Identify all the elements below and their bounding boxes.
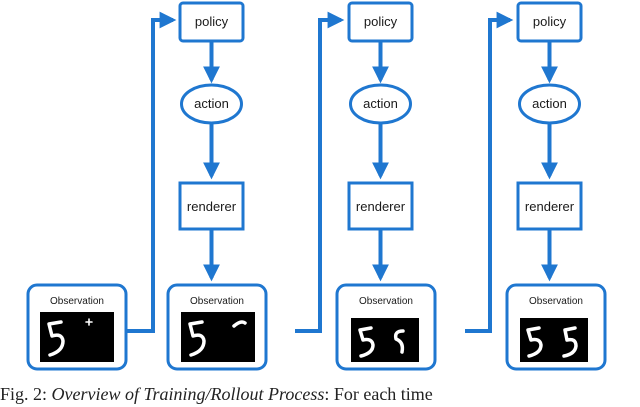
connector-obs1-to-policy2 [126, 11, 177, 333]
connector-obs2-to-policy3 [295, 11, 345, 333]
action-label: action [363, 96, 398, 111]
renderer-label: renderer [356, 199, 406, 214]
caption-title: Overview of Training/Rollout Process [51, 384, 325, 404]
training-rollout-diagram: policy action renderer policy action ren… [26, 1, 607, 371]
renderer-label: renderer [525, 199, 575, 214]
digit-five-stroke [188, 320, 206, 357]
policy-label: policy [364, 14, 398, 29]
caption-suffix: : For each time [324, 384, 433, 404]
column-4: policy action renderer [516, 1, 583, 282]
observation-1: Observation [26, 283, 128, 371]
action-label: action [532, 96, 567, 111]
figure-caption: Fig. 2: Overview of Training/Rollout Pro… [0, 382, 640, 407]
connector-obs3-to-policy4 [465, 11, 514, 333]
digit-five-stroke-complete [562, 326, 578, 358]
observation-label: Observation [359, 296, 413, 307]
digit-five-stroke [47, 320, 65, 357]
renderer-label: renderer [187, 199, 237, 214]
observation-label: Observation [50, 296, 104, 307]
digit-five-stroke [526, 326, 543, 358]
policy-label: policy [533, 14, 567, 29]
action-label: action [194, 96, 229, 111]
partial-stroke-mark [232, 320, 247, 328]
observation-label: Observation [529, 296, 583, 307]
digit-five-stroke [358, 326, 375, 358]
column-2: policy action renderer [178, 1, 245, 282]
caption-prefix: Fig. 2: [0, 384, 52, 404]
observation-4: Observation [505, 283, 607, 371]
observation-label: Observation [190, 296, 244, 307]
renderer-box [178, 181, 245, 231]
observation-2: Observation [166, 283, 268, 371]
column-3: policy action renderer [347, 1, 414, 282]
policy-label: policy [195, 14, 229, 29]
partial-digit-stroke [393, 329, 405, 354]
renderer-box [347, 181, 414, 231]
observation-3: Observation [335, 283, 437, 371]
partial-stroke-mark [85, 318, 93, 326]
